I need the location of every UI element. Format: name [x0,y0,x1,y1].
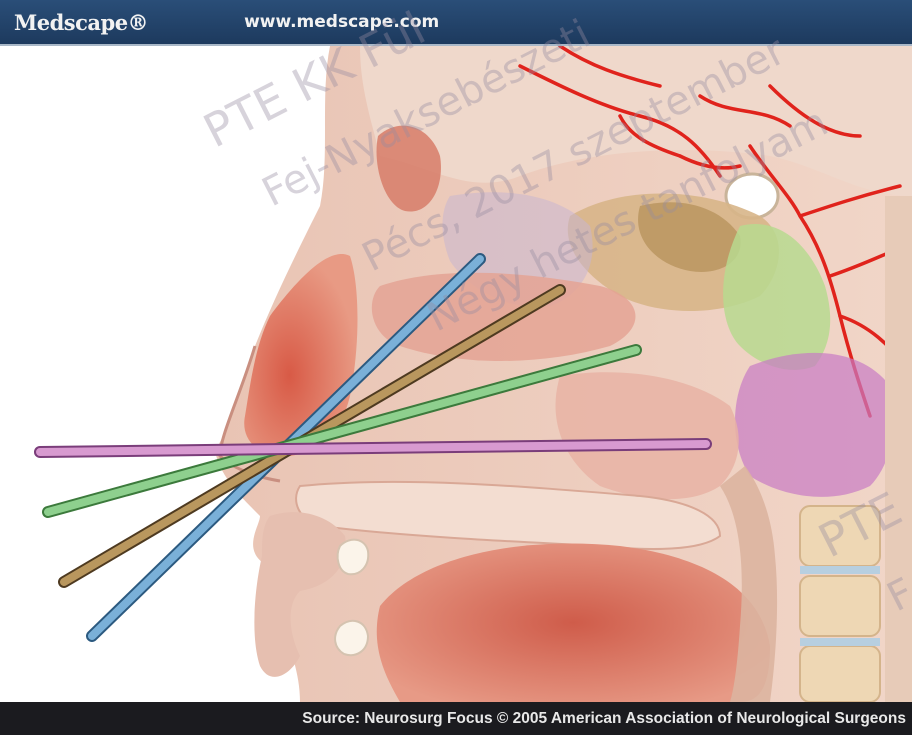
header-bar: Medscape® www.medscape.com [0,0,912,46]
source-credit: Source: Neurosurg Focus © 2005 American … [302,710,906,728]
spinal-cord [885,196,912,702]
craniovertebral-junction [735,353,894,497]
anatomy-svg [0,46,912,702]
anatomy-illustration [0,46,912,702]
source-bar: Source: Neurosurg Focus © 2005 American … [0,702,912,735]
trajectory-pink [40,444,706,452]
medscape-logo[interactable]: Medscape® [14,10,148,35]
site-url[interactable]: www.medscape.com [244,12,439,32]
cervical-spine [800,506,880,702]
